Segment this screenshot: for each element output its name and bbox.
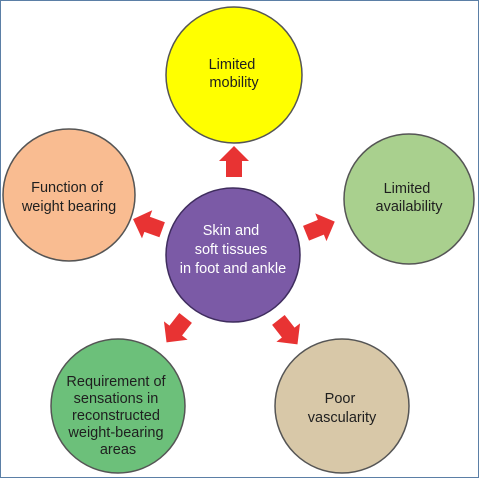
arrow-to-limited-mobility bbox=[219, 146, 249, 177]
node-limited-availability: Limited availability bbox=[343, 133, 475, 265]
node-poor-vascularity: Poor vascularity bbox=[274, 338, 410, 474]
center-node: Skin and soft tissues in foot and ankle bbox=[165, 187, 301, 323]
node-label-poor-vascularity: Poor vascularity bbox=[308, 391, 377, 426]
node-limited-mobility: Limited mobility bbox=[165, 6, 303, 144]
node-label-limited-availability: Limited availability bbox=[376, 181, 444, 215]
node-label-requirement-of-sensations: Requirement of sensations in reconstruct… bbox=[66, 374, 169, 458]
arrow-to-poor-vascularity bbox=[272, 315, 301, 345]
node-label-limited-mobility: Limited mobility bbox=[209, 57, 260, 91]
node-label-function-of-weight-bearing: Function of weight bearing bbox=[21, 180, 116, 215]
node-requirement-of-sensations: Requirement of sensations in reconstruct… bbox=[50, 338, 186, 474]
arrow-to-requirement-of-sensations bbox=[163, 313, 192, 343]
arrow-to-function-of-weight-bearing bbox=[133, 210, 165, 239]
center-label: Skin and soft tissues in foot and ankle bbox=[180, 223, 286, 277]
arrow-to-limited-availability bbox=[303, 213, 335, 242]
arrows-group bbox=[133, 146, 335, 345]
node-function-of-weight-bearing: Function of weight bearing bbox=[2, 128, 136, 262]
